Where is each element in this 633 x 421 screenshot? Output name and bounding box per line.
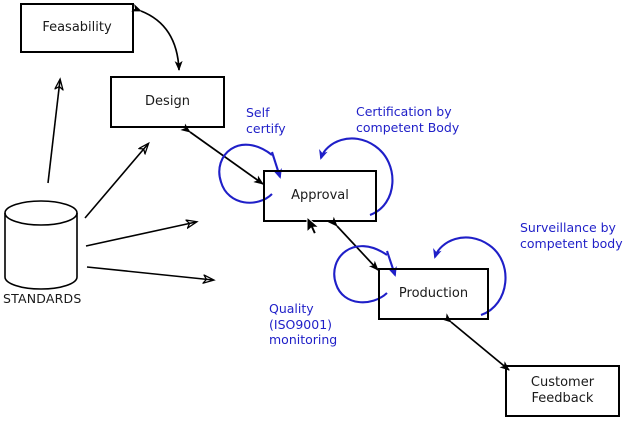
self-loop-production-quality bbox=[333, 245, 397, 304]
edge-standards-approval bbox=[85, 222, 196, 247]
edge-feasability-design bbox=[131, 3, 183, 71]
edge-standards-production bbox=[86, 266, 213, 280]
edge-production-customer-feedback bbox=[441, 313, 510, 371]
node-design-label: Design bbox=[145, 94, 190, 109]
annotation-surveillance-competent-body: Surveillance by competent body bbox=[520, 220, 623, 251]
edge-design-approval bbox=[180, 123, 264, 185]
edge-approval-production bbox=[327, 216, 379, 271]
node-approval[interactable]: Approval bbox=[263, 170, 377, 222]
annotation-quality-monitoring: Quality (ISO9001) monitoring bbox=[269, 301, 338, 347]
datastore-standards-label: STANDARDS bbox=[3, 291, 82, 306]
datastore-standards-shape bbox=[4, 200, 78, 290]
node-customer-feedback[interactable]: Customer Feedback bbox=[505, 365, 620, 417]
edge-standards-feasability bbox=[47, 80, 60, 184]
node-customer-feedback-label: Customer Feedback bbox=[530, 375, 595, 406]
annotation-self-certify: Self certify bbox=[246, 105, 286, 136]
self-loop-approval-certification bbox=[319, 137, 394, 216]
node-feasability[interactable]: Feasability bbox=[20, 3, 134, 53]
edge-standards-design bbox=[84, 144, 148, 219]
annotation-certification-competent-body: Certification by competent Body bbox=[356, 104, 460, 135]
node-production[interactable]: Production bbox=[378, 268, 489, 320]
node-design[interactable]: Design bbox=[110, 76, 225, 128]
node-approval-label: Approval bbox=[291, 188, 349, 203]
self-loop-production-surveillance bbox=[433, 236, 507, 316]
node-feasability-label: Feasability bbox=[42, 20, 112, 35]
self-loop-approval-self-certify bbox=[218, 143, 282, 204]
node-production-label: Production bbox=[398, 286, 469, 301]
